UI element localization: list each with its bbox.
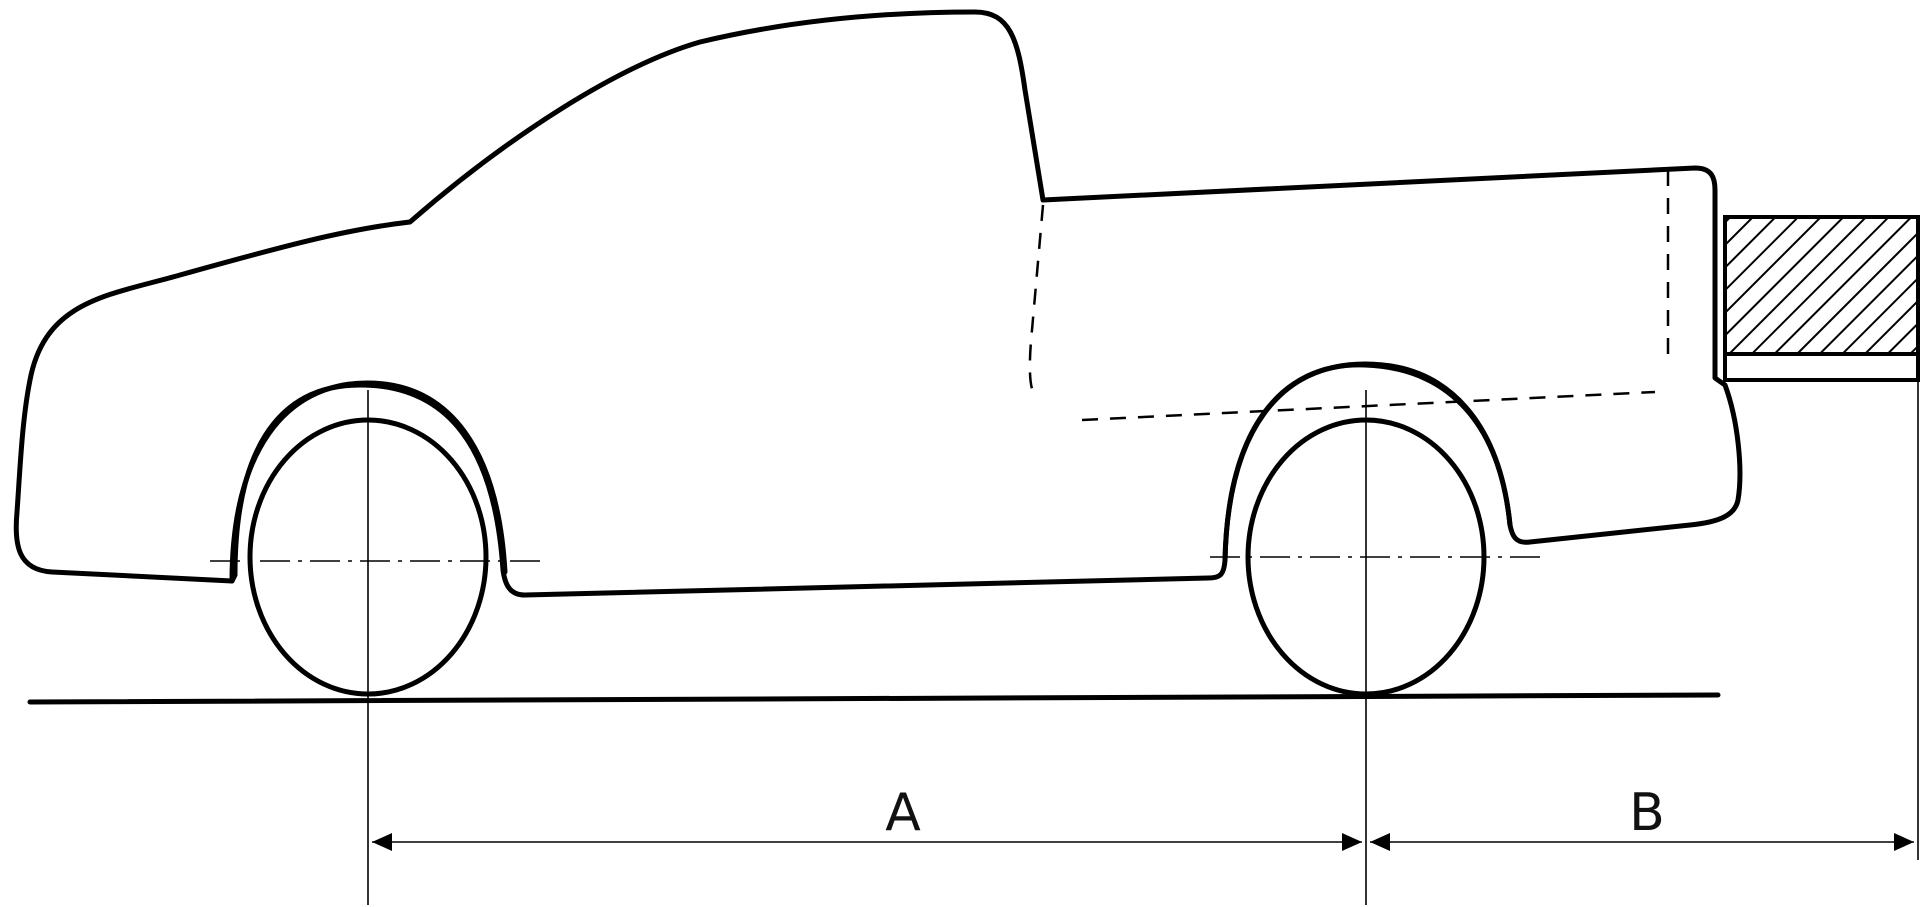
cargo-bed-floor-dashed-line	[1081, 390, 1656, 422]
overhang-cargo-hatched	[1723, 215, 1920, 356]
dimension-a-arrowhead-left	[372, 833, 392, 851]
dimension-b-arrowhead-left	[1370, 833, 1390, 851]
dimension-b-label: B	[1629, 783, 1665, 843]
ground-line	[27, 692, 1721, 705]
cargo-bed-hidden-outline	[1028, 204, 1045, 396]
truck-body-outline	[13, 9, 1743, 598]
overhang-cargo-base-plate	[1723, 352, 1920, 382]
dimension-a-arrowhead-right	[1342, 833, 1362, 851]
dimension-b-arrowhead-right	[1894, 833, 1914, 851]
front-wheel-arch	[229, 380, 508, 584]
dimension-a-label: A	[885, 783, 921, 843]
rear-wheel-arch	[1222, 361, 1513, 563]
